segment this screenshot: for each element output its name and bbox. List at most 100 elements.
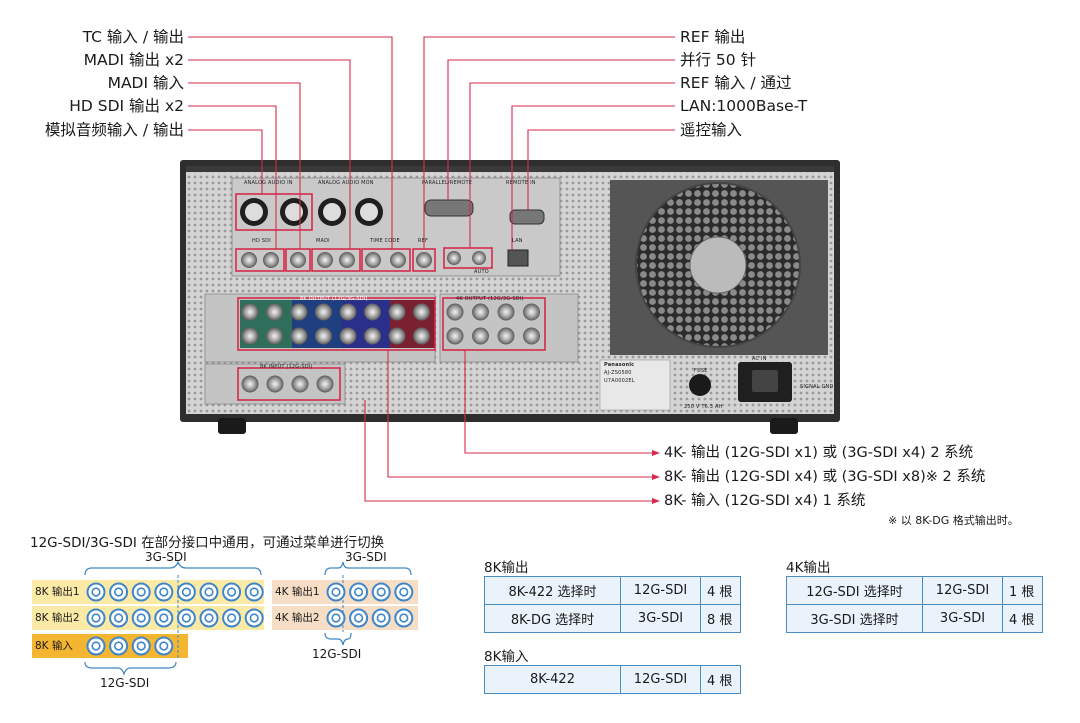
table-cell: 12G-SDI <box>922 576 1003 605</box>
bnc-8k-input <box>266 375 284 393</box>
bnc-8k-output <box>364 303 381 321</box>
callout-8k-in: 8K- 输入 (12G-SDI x4) 1 系统 <box>664 493 866 509</box>
switch-jack-8k-out-inner <box>159 587 169 597</box>
switch-jack-8k-out-inner <box>204 587 214 597</box>
table-row: 8K-DG 选择时 3G-SDI 8 根 <box>484 604 742 633</box>
panel-signal-gnd: SIGNAL GND <box>800 384 834 390</box>
switch-jack-8k-out-inner <box>204 613 214 623</box>
callout-4k-out: 4K- 输出 (12G-SDI x1) 或 (3G-SDI x4) 2 系统 <box>664 445 974 461</box>
fan-grille <box>610 180 828 355</box>
highlight-boxes <box>235 193 546 401</box>
foot-left <box>218 418 246 434</box>
fuse-holder <box>689 374 711 396</box>
panel-parallel-remote: PARALLEL/REMOTE <box>422 180 473 186</box>
callout-remote-in: 遥控输入 <box>680 121 743 139</box>
foot-right <box>770 418 798 434</box>
bnc-connector-grid <box>241 303 540 393</box>
bnc-4k-output <box>523 327 540 345</box>
switch-jack-8k-out-inner <box>181 613 191 623</box>
brace-12g-4k <box>324 632 352 646</box>
callout-madi-in: MADI 输入 <box>107 74 184 92</box>
table-cell: 8K-422 选择时 <box>484 576 621 605</box>
panel-analog-audio-mon: ANALOG AUDIO MON <box>318 180 374 186</box>
table-cell: 8K-422 <box>484 665 621 694</box>
panel-analog-audio-in: ANALOG AUDIO IN <box>244 180 293 186</box>
switch-jack-4k-out-inner <box>331 587 341 597</box>
switch-jack-4k-out-inner <box>376 587 386 597</box>
table-cell: 8K-DG 选择时 <box>484 604 621 633</box>
bnc-8k-input <box>316 375 334 393</box>
switch-caption: 12G-SDI/3G-SDI 在部分接口中通用，可通过菜单进行切换 <box>30 535 385 551</box>
xlr-connectors <box>240 198 383 226</box>
switch-jack-4k-out-inner <box>376 613 386 623</box>
leader-arrowheads <box>652 450 660 504</box>
switch-jack-8k-out-inner <box>159 613 169 623</box>
footnote: ※ 以 8K-DG 格式输出时。 <box>888 514 1019 527</box>
lan-port <box>507 249 529 267</box>
switch-jack-8k-out-inner <box>136 587 146 597</box>
bnc-4k-output <box>472 303 489 321</box>
table-row: 3G-SDI 选择时 3G-SDI 4 根 <box>786 604 1044 633</box>
panel-4k-output: 4K OUTPUT (12G/3G-SDI) <box>456 296 524 302</box>
upper-connector-plate <box>231 177 561 277</box>
row-label-8k-out2: 8K 输出2 <box>35 612 80 624</box>
table-cell: 3G-SDI <box>922 604 1003 633</box>
callout-ref-in-through: REF 输入 / 通过 <box>680 74 792 92</box>
panel-time-code: TIME CODE <box>370 238 400 244</box>
bnc-8k-output <box>266 327 283 345</box>
remote-dsub <box>509 209 545 225</box>
table-4k-out: 12G-SDI 选择时 12G-SDI 1 根 3G-SDI 选择时 3G-SD… <box>786 576 1044 633</box>
row-label-4k-out1: 4K 输出1 <box>275 586 320 598</box>
callout-lan: LAN:1000Base-T <box>680 97 808 115</box>
panel-remote-in: REMOTE IN <box>506 180 536 186</box>
bnc-8k-output <box>413 327 430 345</box>
callout-hdsdi-out: HD SDI 输出 x2 <box>69 97 184 115</box>
brace-3g-8k <box>84 560 262 576</box>
panel-fuse: FUSE <box>694 368 708 374</box>
rating-label-area <box>599 359 792 411</box>
panel-hd-sdi: HD SDI <box>252 238 271 244</box>
table-row: 8K-422 12G-SDI 4 根 <box>484 665 742 694</box>
bnc-8k-input <box>241 375 259 393</box>
switch-jack-4k-out-inner <box>399 587 409 597</box>
switch-jack-8k-out-inner <box>227 613 237 623</box>
switch-jack-8k-out-inner <box>113 613 124 623</box>
table-cell: 3G-SDI 选择时 <box>786 604 923 633</box>
switch-jack-8k-out-inner <box>249 587 259 597</box>
output-8k-plate <box>204 293 436 363</box>
table-cell: 1 根 <box>1001 576 1044 605</box>
brace-label-12g-8k: 12G-SDI <box>100 676 150 690</box>
table-cell: 12G-SDI <box>620 665 701 694</box>
bnc-4k-output <box>497 327 515 345</box>
switch-jack-8k-out-inner <box>249 613 259 623</box>
table-8k-out-title: 8K输出 <box>484 560 529 576</box>
brace-3g-4k <box>324 561 412 576</box>
bnc-8k-output <box>241 327 259 345</box>
bnc-8k-output <box>290 327 308 345</box>
table-cell: 4 根 <box>699 665 742 694</box>
bnc-8k-output <box>364 327 381 345</box>
switch-jack-8k-in-inner <box>136 641 146 651</box>
table-cell: 4 根 <box>1001 604 1044 633</box>
table-row: 8K-422 选择时 12G-SDI 4 根 <box>484 576 742 605</box>
panel-madi: MADI <box>316 238 330 244</box>
switch-jack-8k-out-inner <box>91 613 101 623</box>
brace-12g-8k <box>84 661 177 676</box>
bnc-8k-output <box>339 303 357 321</box>
table-8k-out: 8K-422 选择时 12G-SDI 4 根 8K-DG 选择时 3G-SDI … <box>484 576 742 633</box>
switch-jack-4k-out-inner <box>331 613 341 623</box>
callout-8k-out: 8K- 输出 (12G-SDI x4) 或 (3G-SDI x8)※ 2 系统 <box>664 469 986 485</box>
callout-analog-audio: 模拟音频输入 / 输出 <box>44 121 184 139</box>
bnc-8k-output <box>388 303 406 321</box>
bnc-4k-output <box>446 327 464 345</box>
upper-bnc-row <box>241 251 486 268</box>
switch-diagram-jacks <box>86 582 414 656</box>
panel-ac-in: AC IN <box>752 356 767 362</box>
table-cell: 8 根 <box>699 604 742 633</box>
switch-jack-8k-in-inner <box>159 641 169 651</box>
bnc-8k-output <box>290 303 308 321</box>
bnc-4k-output <box>497 303 515 321</box>
panel-auto: AUTO <box>474 269 489 275</box>
bnc-8k-output <box>266 303 283 321</box>
